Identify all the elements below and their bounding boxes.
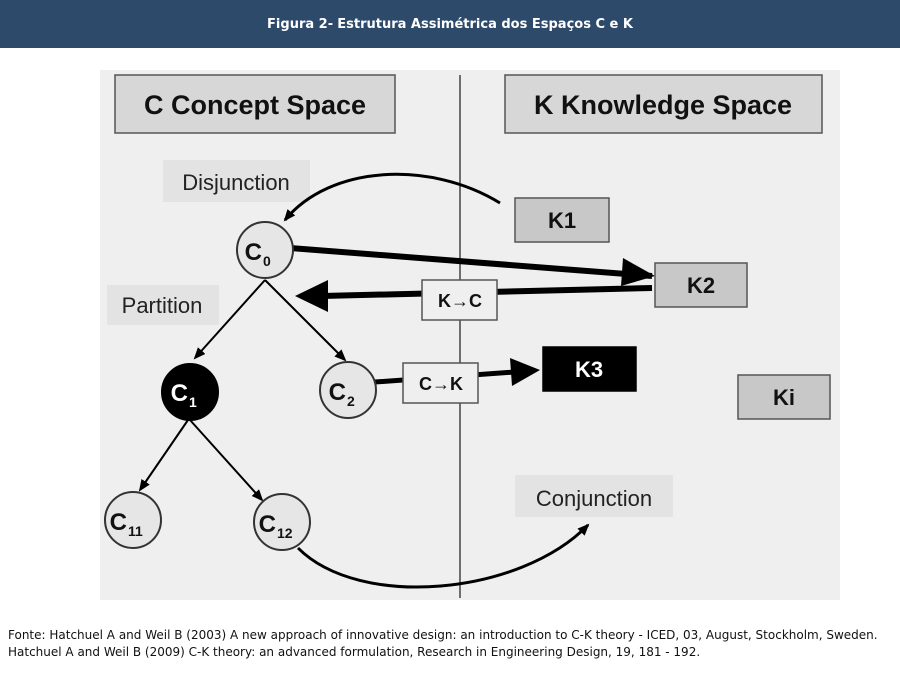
node-c0: C 0 xyxy=(236,221,294,279)
c-to-k-box xyxy=(402,362,479,404)
node-c11: C 11 xyxy=(104,491,162,549)
c-space-title-box xyxy=(114,74,396,134)
k3-box xyxy=(542,346,637,392)
c2-to-k3-arrowhead xyxy=(510,358,540,386)
c-space-title: C Concept Space xyxy=(144,90,366,120)
figure-title: Estrutura Assimétrica dos Espaços C e K xyxy=(337,16,633,32)
conjunction-label-box xyxy=(515,475,673,517)
disjunction-label: Disjunction xyxy=(182,170,290,195)
k2-box xyxy=(654,262,748,308)
svg-text:12: 12 xyxy=(277,525,293,541)
node-c12: C 12 xyxy=(253,493,311,551)
disjunction-label-box xyxy=(163,160,310,202)
partition-label-box xyxy=(107,285,219,325)
partition-label: Partition xyxy=(122,293,203,318)
figure-header: Figura 2- Estrutura Assimétrica dos Espa… xyxy=(0,0,900,48)
figure-number: Figura 2- xyxy=(267,16,334,32)
svg-text:11: 11 xyxy=(128,523,143,539)
c0-to-k2-arrow xyxy=(289,245,653,279)
k2-label: K2 xyxy=(687,273,715,298)
conjunction-label: Conjunction xyxy=(536,486,652,511)
svg-text:C: C xyxy=(110,509,127,536)
k-to-c-box xyxy=(421,279,498,321)
c0-to-c1-edge xyxy=(193,279,266,360)
k-space-title: K Knowledge Space xyxy=(534,90,792,120)
c0-to-c2-edge xyxy=(264,279,347,362)
citation-line-1: Fonte: Hatchuel A and Weil B (2003) A ne… xyxy=(8,628,878,642)
citation-line-2: Hatchuel A and Weil B (2009) C-K theory:… xyxy=(8,645,701,659)
ki-label: Ki xyxy=(773,385,795,410)
k1-label: K1 xyxy=(548,208,576,233)
k-to-c-label: K→C xyxy=(438,291,482,311)
svg-text:0: 0 xyxy=(263,253,271,269)
c1-to-c12-edge xyxy=(189,419,264,502)
conjunction-arrow xyxy=(296,523,590,589)
ck-diagram: C Concept Space K Knowledge Space Disjun… xyxy=(100,70,840,600)
node-c2: C 2 xyxy=(319,361,377,419)
disjunction-arrow xyxy=(283,172,501,222)
svg-text:C: C xyxy=(171,380,188,407)
c0-to-k2-arrowhead xyxy=(621,258,655,286)
k1-box xyxy=(514,197,610,243)
svg-text:C: C xyxy=(245,239,262,266)
c1-to-c11-edge xyxy=(138,419,189,492)
svg-text:C: C xyxy=(329,379,346,406)
svg-text:2: 2 xyxy=(347,393,355,409)
k2-to-c0-arrowhead xyxy=(295,280,328,312)
c-to-k-label: C→K xyxy=(419,374,463,394)
svg-text:C: C xyxy=(259,511,276,538)
node-c1: C 1 xyxy=(161,363,219,421)
ki-box xyxy=(737,374,831,420)
svg-text:1: 1 xyxy=(189,394,197,410)
k3-label: K3 xyxy=(575,357,603,382)
k-space-title-box xyxy=(504,74,823,134)
source-citation: Fonte: Hatchuel A and Weil B (2003) A ne… xyxy=(8,627,892,661)
